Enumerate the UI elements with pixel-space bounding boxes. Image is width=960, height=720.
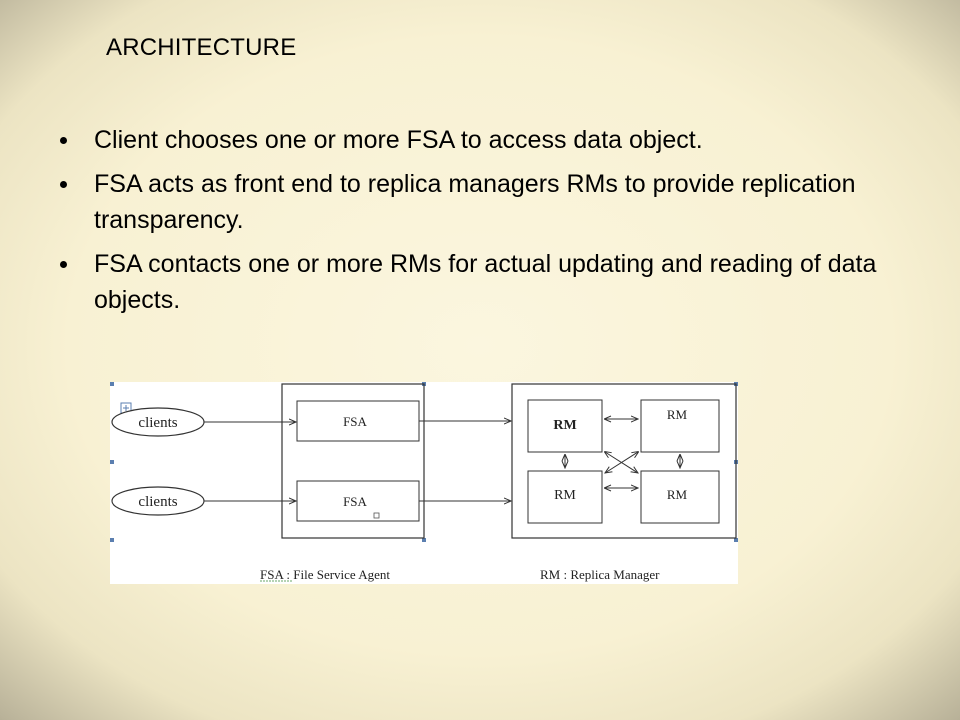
bullet-item: FSA contacts one or more RMs for actual … [60, 246, 900, 318]
bullet-icon [60, 261, 67, 268]
rm-label: RM [667, 487, 688, 502]
legend-fsa: FSA : File Service Agent [260, 567, 390, 582]
rm-box: RM [640, 399, 720, 453]
bullet-text: Client chooses one or more FSA to access… [94, 126, 703, 154]
architecture-diagram[interactable]: clients clients FSA FSA [110, 382, 738, 584]
bullet-item: Client chooses one or more FSA to access… [60, 122, 900, 158]
legend-rm: RM : Replica Manager [540, 567, 660, 582]
rm-label: RM [667, 407, 688, 422]
client-node: clients [111, 407, 205, 437]
rm-box: RM [640, 470, 720, 524]
rm-box: RM [527, 470, 603, 524]
fsa-container [281, 383, 425, 539]
fsa-label: FSA [343, 494, 367, 509]
rm-label: RM [553, 418, 576, 433]
rm-container [511, 383, 737, 539]
slide-title: ARCHITECTURE [106, 34, 297, 61]
fsa-box: FSA [296, 480, 420, 522]
bullet-text: FSA acts as front end to replica manager… [94, 170, 856, 234]
bullet-list: Client chooses one or more FSA to access… [60, 122, 900, 326]
client-node: clients [111, 486, 205, 516]
bullet-item: FSA acts as front end to replica manager… [60, 166, 900, 238]
client-label: clients [138, 494, 177, 510]
fsa-label: FSA [343, 414, 367, 429]
rm-links [565, 419, 680, 488]
bullet-icon [60, 137, 67, 144]
fsa-box: FSA [296, 400, 420, 442]
client-label: clients [138, 415, 177, 431]
rm-box: RM [527, 399, 603, 453]
diagram-svg: clients clients FSA FSA [110, 382, 738, 582]
rm-label: RM [554, 488, 576, 503]
bullet-icon [60, 181, 67, 188]
bullet-text: FSA contacts one or more RMs for actual … [94, 250, 877, 314]
